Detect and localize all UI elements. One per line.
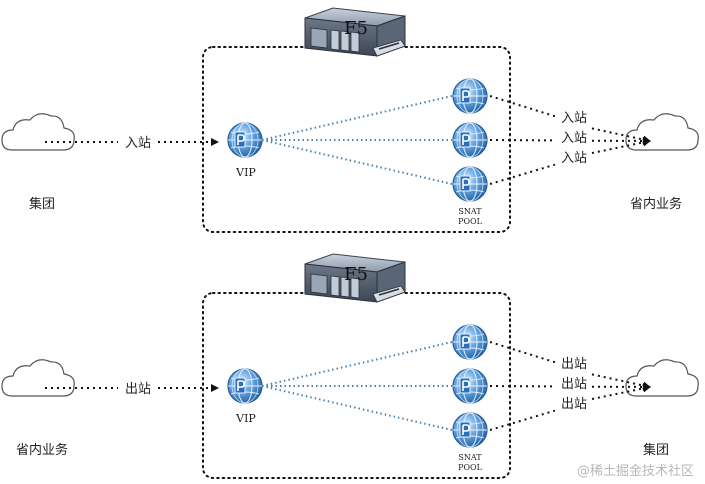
right-cloud-icon [625,359,699,397]
right-arrow-label: 入站 [561,111,587,126]
panel-1: F5集团省内业务入站VIP入站入站入站SNATPOOL [1,7,699,233]
right-arrow-label: 出站 [561,397,587,412]
pool-to-cloud-arrow [591,373,651,390]
right-cloud-label: 集团 [643,442,669,458]
left-arrow-label: 入站 [125,136,151,151]
panel-2: F5省内业务集团出站VIP出站出站出站SNATPOOL [1,253,699,479]
right-cloud-icon [625,113,699,151]
snat-pool-globe-icon [452,368,488,404]
right-arrow-label: 出站 [561,377,587,392]
right-arrow-label: 入站 [561,131,587,146]
pool-label-pool: POOL [458,217,483,226]
snat-pool-globe-icon [452,122,488,158]
device-label: F5 [344,18,368,39]
snat-pool-globe-icon [452,412,488,448]
pool-to-cloud-line [489,95,556,118]
snat-pool-globe-icon [452,78,488,114]
snat-pool-globe-icon [452,324,488,360]
pool-to-cloud-line [489,163,556,185]
pool-label-snat: SNAT [458,207,482,216]
right-arrow-label: 入站 [561,151,587,166]
vip-to-pool-line [261,95,453,141]
pool-to-cloud-arrow [591,138,651,155]
vip-globe-icon [227,368,263,404]
pool-to-cloud-arrow [591,127,651,144]
vip-label: VIP [235,166,256,179]
pool-to-cloud-arrow [591,384,651,401]
vip-to-pool-line [261,341,453,387]
vip-to-pool-line [261,385,453,431]
left-cloud-label: 集团 [29,196,55,212]
right-cloud-label: 省内业务 [630,196,682,212]
pool-to-cloud-line [489,341,556,364]
vip-to-pool-line [261,139,453,185]
left-cloud-label: 省内业务 [16,442,68,458]
pool-to-cloud-line [489,409,556,431]
device-label: F5 [344,264,368,285]
vip-label: VIP [235,412,256,425]
left-arrow-label: 出站 [125,382,151,397]
right-arrow-label: 出站 [561,357,587,372]
watermark: @稀土掘金技术社区 [577,463,694,479]
snat-pool-globe-icon [452,166,488,202]
left-cloud-icon [1,113,75,151]
vip-globe-icon [227,122,263,158]
pool-label-snat: SNAT [458,453,482,462]
left-cloud-icon [1,359,75,397]
pool-label-pool: POOL [458,463,483,472]
